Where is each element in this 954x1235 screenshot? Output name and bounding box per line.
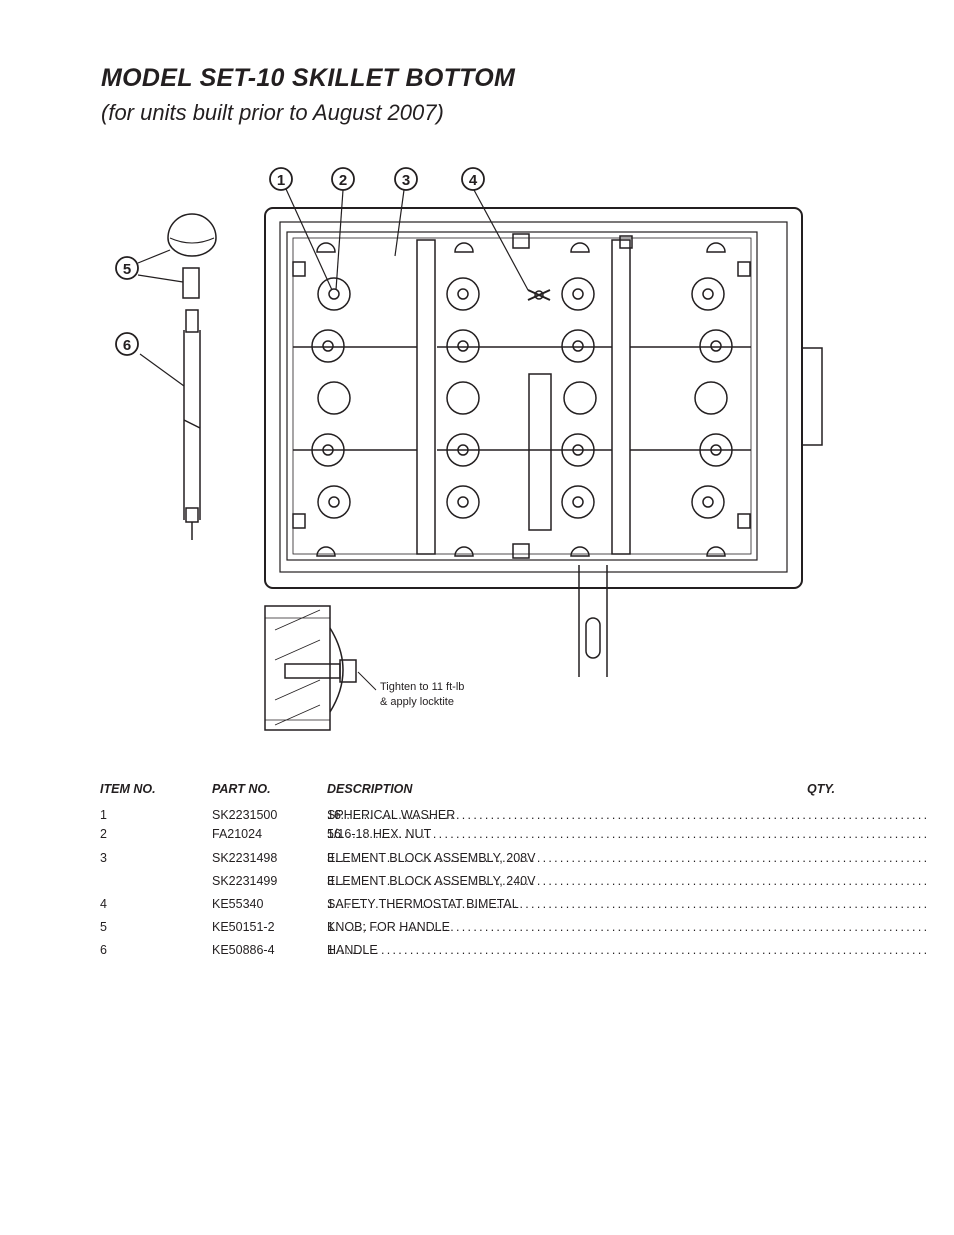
callout-6 (115, 332, 139, 356)
callout-label-6: 6 (123, 337, 131, 354)
header-item-no: ITEM NO. (100, 782, 156, 796)
item-number: 6 (100, 943, 107, 957)
part-quantity: 3 (327, 874, 334, 888)
table-row: 5 KE50151-2 KNOB; FOR HANDLE............… (100, 920, 930, 934)
table-row: SK2231499 ELEMENT BLOCK ASSEMBLY, 240V..… (212, 874, 930, 888)
item-number: 4 (100, 897, 107, 911)
part-number: KE50151-2 (212, 920, 275, 934)
table-row: 3 SK2231498 ELEMENT BLOCK ASSEMBLY, 208V… (100, 851, 930, 865)
callout-label-2: 2 (339, 172, 347, 189)
part-quantity: 16 (327, 827, 341, 841)
part-description: SPHERICAL WASHER (327, 808, 456, 822)
item-number: 1 (100, 808, 107, 822)
part-quantity: 1 (327, 943, 334, 957)
part-number: KE55340 (212, 897, 264, 911)
detail-section-view (264, 605, 377, 731)
part-quantity: 3 (327, 851, 334, 865)
torque-note-line-1: Tighten to 11 ft-lb (380, 681, 465, 693)
page-subtitle: (for units built prior to August 2007) (101, 100, 444, 125)
header-description: DESCRIPTION (327, 782, 413, 796)
callout-5 (115, 256, 139, 280)
callout-4 (461, 167, 485, 191)
header-qty: QTY. (807, 782, 836, 796)
item-number: 3 (100, 851, 107, 865)
item-number: 2 (100, 827, 107, 841)
part-description: KNOB; FOR HANDLE (327, 920, 450, 934)
part-description: 5/16-18 HEX. NUT (327, 827, 432, 841)
part-description: SAFETY THERMOSTAT BIMETAL (327, 897, 519, 911)
part-number: SK2231498 (212, 851, 278, 865)
part-description: ELEMENT BLOCK ASSEMBLY, 208V (327, 851, 536, 865)
table-row: 4 KE55340 SAFETY THERMOSTAT BIMETAL.....… (100, 897, 930, 911)
table-row: 1 SK2231500 SPHERICAL WASHER............… (100, 808, 930, 822)
callout-label-4: 4 (469, 172, 478, 189)
part-quantity: 16 (327, 808, 341, 822)
torque-note-line-2: & apply locktite (380, 696, 454, 708)
table-row: 6 KE50886-4 HANDLE......................… (100, 943, 930, 957)
part-description: HANDLE (327, 943, 378, 957)
torque-note: Tighten to 11 ft-lb & apply locktite (380, 680, 464, 710)
callout-label-1: 1 (277, 172, 285, 189)
skillet-outer-frame (264, 207, 803, 589)
page-title: MODEL SET-10 SKILLET BOTTOM (101, 64, 516, 92)
washer-grid (311, 277, 733, 519)
callout-1 (269, 167, 293, 191)
callout-label-5: 5 (123, 261, 131, 278)
part-number: KE50886-4 (212, 943, 275, 957)
callout-2 (331, 167, 355, 191)
handle-assembly (167, 213, 217, 540)
table-row: 2 FA21024 5/16-18 HEX. NUT..............… (100, 827, 930, 841)
part-number: SK2231499 (212, 874, 278, 888)
callout-label-3: 3 (402, 172, 410, 189)
part-number: SK2231500 (212, 808, 278, 822)
item-number: 5 (100, 920, 107, 934)
part-number: FA21024 (212, 827, 263, 841)
callout-3 (394, 167, 418, 191)
part-quantity: 1 (327, 897, 334, 911)
header-part-no: PART NO. (212, 782, 271, 796)
skillet-bottom-diagram: 1 2 3 4 5 6 (115, 167, 823, 731)
part-quantity: 1 (327, 920, 334, 934)
part-description: ELEMENT BLOCK ASSEMBLY, 240V (327, 874, 536, 888)
